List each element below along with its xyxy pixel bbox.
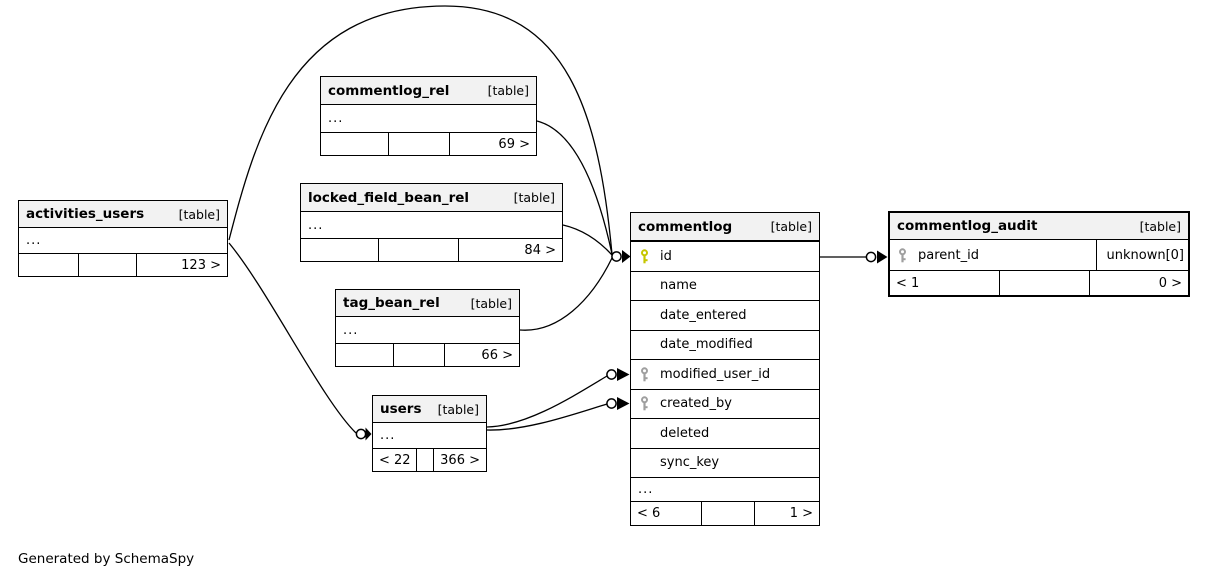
rel-users-modified_user_id [486, 375, 608, 428]
column-row: date_entered [631, 300, 819, 330]
column-row: deleted [631, 418, 819, 448]
column-name: parent_id [918, 247, 979, 263]
column-name: id [660, 248, 672, 264]
table-users[interactable]: users [table] ... < 22 366 > [372, 395, 487, 472]
table-name: commentlog [638, 218, 733, 235]
column-name: created_by [660, 396, 732, 412]
footer-parents-count: 84 > [458, 239, 562, 261]
foreign-key-icon [639, 367, 656, 382]
table-name: commentlog_audit [897, 218, 1038, 234]
table-type-label: [table] [770, 219, 812, 234]
column-name: date_modified [660, 337, 753, 353]
table-footer: 66 > [336, 343, 519, 366]
table-footer: 69 > [321, 132, 536, 155]
table-type-label: [table] [487, 83, 529, 98]
footer-children-count: < 1 [896, 275, 920, 291]
column-name: sync_key [660, 455, 720, 471]
column-name: modified_user_id [660, 366, 771, 382]
table-header: users [table] [373, 396, 486, 423]
table-header: activities_users [table] [19, 201, 227, 228]
columns-ellipsis: ... [343, 322, 359, 338]
generated-by-note: Generated by SchemaSpy [18, 551, 195, 567]
column-type: unknown[0] [1096, 240, 1188, 270]
columns-ellipsis: ... [308, 217, 324, 233]
table-commentlog-rel[interactable]: commentlog_rel [table] ... 69 > [320, 76, 537, 156]
footer-parents-count: 69 > [449, 133, 536, 155]
column-name: deleted [660, 425, 710, 441]
footer-spacer [999, 271, 1089, 295]
columns-ellipsis: ... [380, 428, 396, 443]
table-name: commentlog_rel [328, 82, 450, 99]
rel-tag_bean_rel-commentlog [519, 257, 613, 331]
table-type-label: [table] [1139, 218, 1181, 234]
column-name: name [660, 278, 697, 294]
column-row: id [631, 241, 819, 271]
column-row: sync_key [631, 447, 819, 478]
column-row: modified_user_id [631, 359, 819, 389]
primary-key-icon [639, 249, 656, 264]
table-tag-bean-rel[interactable]: tag_bean_rel [table] ... 66 > [335, 289, 520, 367]
footer-children-count [321, 133, 388, 155]
column-name: date_entered [660, 307, 747, 323]
column-row: name [631, 270, 819, 301]
table-commentlog[interactable]: commentlog [table] id name date_entered … [630, 212, 820, 526]
foreign-key-icon [897, 247, 914, 263]
rel-activities_users-users [228, 242, 357, 434]
footer-spacer [416, 449, 433, 471]
footer-spacer [701, 502, 754, 525]
table-type-label: [table] [513, 190, 555, 205]
zero-or-one-circles [355, 251, 877, 440]
table-name: activities_users [26, 206, 145, 222]
table-footer: < 1 0 > [890, 270, 1188, 295]
table-footer: 84 > [301, 238, 562, 261]
table-header: commentlog_audit [table] [890, 213, 1188, 240]
table-locked-field-bean-rel[interactable]: locked_field_bean_rel [table] ... 84 > [300, 183, 563, 262]
rel-commentlog_rel-commentlog [536, 120, 613, 255]
table-commentlog-audit[interactable]: commentlog_audit [table] parent_id unkno… [888, 211, 1190, 297]
footer-parents-count: 1 > [754, 502, 819, 525]
column-row: parent_id unknown[0] [890, 240, 1188, 270]
footer-spacer [393, 344, 444, 366]
table-footer: < 22 366 > [373, 448, 486, 471]
column-row: created_by [631, 388, 819, 419]
footer-parents-count: 0 > [1089, 271, 1188, 295]
footer-parents-count: 123 > [136, 254, 227, 276]
table-header: commentlog [table] [631, 213, 819, 241]
footer-children-count [336, 344, 393, 366]
column-row: date_modified [631, 329, 819, 360]
footer-children-count [301, 239, 378, 261]
table-activities-users[interactable]: activities_users [table] ... 123 > [18, 200, 228, 277]
table-name: tag_bean_rel [343, 295, 440, 311]
table-type-label: [table] [470, 295, 512, 311]
columns-ellipsis: ... [328, 111, 344, 126]
table-header: commentlog_rel [table] [321, 77, 536, 105]
footer-spacer [78, 254, 136, 276]
table-header: tag_bean_rel [table] [336, 290, 519, 317]
rel-users-created_by [486, 403, 608, 431]
table-name: locked_field_bean_rel [308, 189, 470, 206]
table-footer: 123 > [19, 253, 227, 276]
foreign-key-icon [639, 396, 656, 411]
table-footer: < 6 1 > [631, 501, 819, 525]
rel-locked_field_bean_rel-commentlog [562, 224, 613, 256]
footer-parents-count: 366 > [433, 449, 486, 471]
table-name: users [380, 401, 422, 417]
footer-children-count: < 22 [379, 452, 411, 468]
columns-ellipsis: ... [631, 477, 819, 501]
footer-spacer [388, 133, 449, 155]
footer-children-count [19, 254, 78, 276]
table-type-label: [table] [178, 206, 220, 222]
footer-children-count: < 6 [637, 506, 661, 521]
footer-parents-count: 66 > [444, 344, 519, 366]
table-header: locked_field_bean_rel [table] [301, 184, 562, 212]
rel-activities_users-commentlog [228, 5, 613, 255]
arrowheads [365, 250, 888, 441]
table-type-label: [table] [437, 401, 479, 417]
columns-ellipsis: ... [26, 233, 42, 248]
footer-spacer [378, 239, 458, 261]
